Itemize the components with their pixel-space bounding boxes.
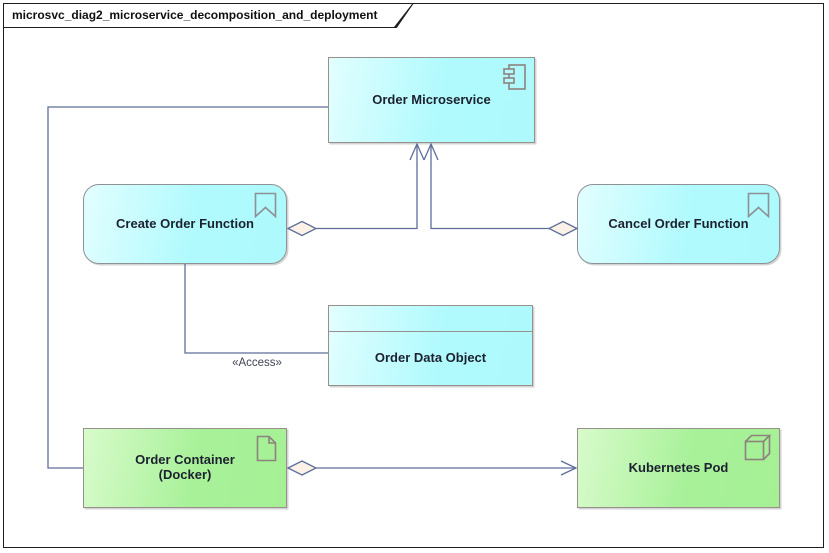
component-icon [502,63,528,94]
node-kubernetes-pod[interactable]: Kubernetes Pod [577,428,780,508]
node-label: Order Container (Docker) [135,452,235,482]
node-label: Cancel Order Function [608,215,749,231]
node-label: Order Data Object [374,350,487,366]
node-label: Order Microservice [372,91,491,107]
diagram-title: microsvc_diag2_microservice_decompositio… [12,8,378,22]
data-object-band [329,306,532,332]
node-order-microservice[interactable]: Order Microservice [328,57,535,143]
node-order-container-docker[interactable]: Order Container (Docker) [83,428,287,508]
diagram-title-tab [3,3,414,28]
node-order-data-object[interactable]: Order Data Object [328,305,533,386]
node-cancel-order-function[interactable]: Cancel Order Function [577,184,780,264]
access-connector-label: «Access» [232,357,282,369]
node-label: Kubernetes Pod [628,459,729,475]
node-create-order-function[interactable]: Create Order Function [83,184,287,264]
node-label: Create Order Function [116,215,254,231]
